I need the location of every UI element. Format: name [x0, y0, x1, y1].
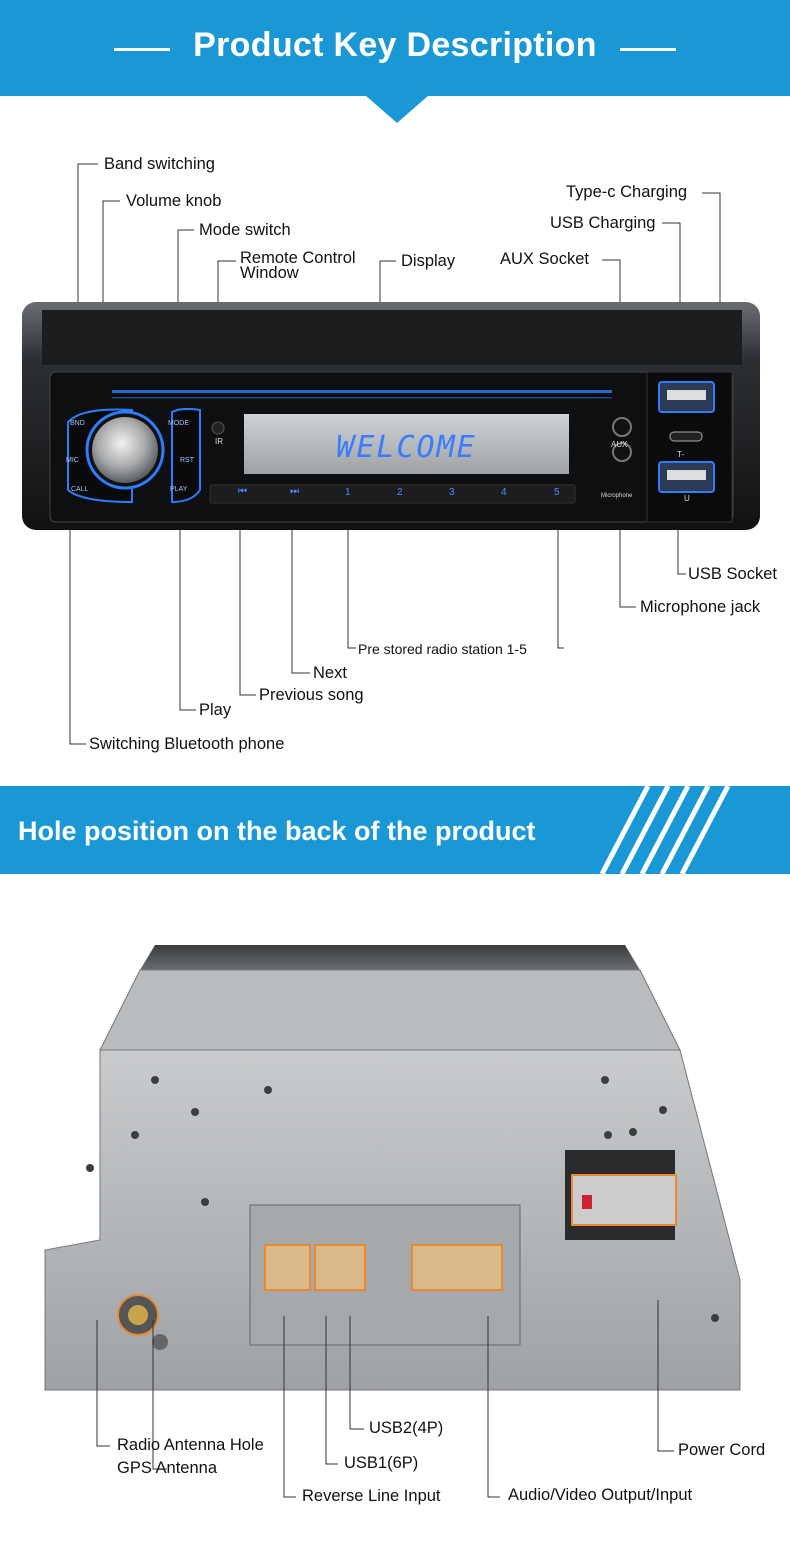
top-banner: Product Key Description: [0, 0, 790, 96]
label-remote-control-line1: Remote Control: [240, 249, 356, 267]
preset-5: 5: [554, 487, 560, 498]
label-usb-socket: USB Socket: [688, 565, 777, 583]
next-icon: ⏭: [290, 486, 299, 497]
label-power-cord: Power Cord: [678, 1441, 766, 1459]
bottom-banner-title: Hole position on the back of the product: [18, 816, 536, 846]
label-usb1: USB1(6P): [344, 1454, 419, 1472]
radio-back-view: [44, 945, 741, 1391]
preset-1: 1: [345, 487, 351, 498]
label-usb2: USB2(4P): [369, 1419, 444, 1437]
btn-rst: RST: [180, 457, 194, 464]
label-next: Next: [313, 664, 347, 682]
bottom-banner: Hole position on the back of the product: [0, 786, 790, 874]
ir-label: IR: [215, 437, 223, 446]
label-usb-charging: USB Charging: [550, 214, 656, 232]
label-aux-socket: AUX Socket: [500, 250, 589, 268]
label-audio-video: Audio/Video Output/Input: [508, 1486, 693, 1504]
preset-2: 2: [397, 487, 403, 498]
label-gps-antenna: GPS Antenna: [117, 1459, 217, 1477]
label-type-c-charging: Type-c Charging: [566, 183, 688, 201]
btn-play: PLAY: [170, 486, 188, 493]
label-reverse-line-input: Reverse Line Input: [302, 1487, 441, 1505]
label-play: Play: [199, 701, 232, 719]
banner-notch: [365, 95, 429, 123]
label-band-switching: Band switching: [104, 155, 215, 173]
banner-line-right: [620, 48, 676, 51]
btn-mic: MIC: [66, 457, 79, 464]
label-mode-switch: Mode switch: [199, 221, 291, 239]
label-remote-control: Remote Control Window: [240, 249, 356, 282]
u-port-label: U: [684, 494, 690, 503]
label-display: Display: [401, 252, 456, 270]
preset-3: 3: [449, 487, 455, 498]
microphone-label: Microphone: [601, 493, 633, 499]
back-leader-lines: [96, 1300, 674, 1498]
btn-bnd: BND: [70, 420, 85, 427]
btn-mode: MODE: [168, 420, 189, 427]
btn-call: CALL: [71, 486, 89, 493]
aux-label: AUX: [611, 440, 628, 449]
label-radio-antenna-hole: Radio Antenna Hole: [117, 1436, 264, 1454]
label-remote-control-line2: Window: [240, 264, 299, 282]
label-volume-knob: Volume knob: [126, 192, 222, 210]
banner-line-left: [114, 48, 170, 51]
label-switching-bluetooth: Switching Bluetooth phone: [89, 735, 285, 753]
label-microphone-jack: Microphone jack: [640, 598, 761, 616]
t-port-label: T-: [677, 450, 685, 459]
banner-title: Product Key Description: [193, 26, 597, 64]
screen-text: WELCOME: [336, 430, 477, 465]
preset-4: 4: [501, 487, 507, 498]
radio-front-panel: [22, 302, 760, 530]
stripes-decoration: [599, 786, 731, 874]
label-pre-stored: Pre stored radio station 1-5: [358, 641, 527, 657]
prev-icon: ⏮: [238, 486, 247, 497]
label-previous-song: Previous song: [259, 686, 364, 704]
